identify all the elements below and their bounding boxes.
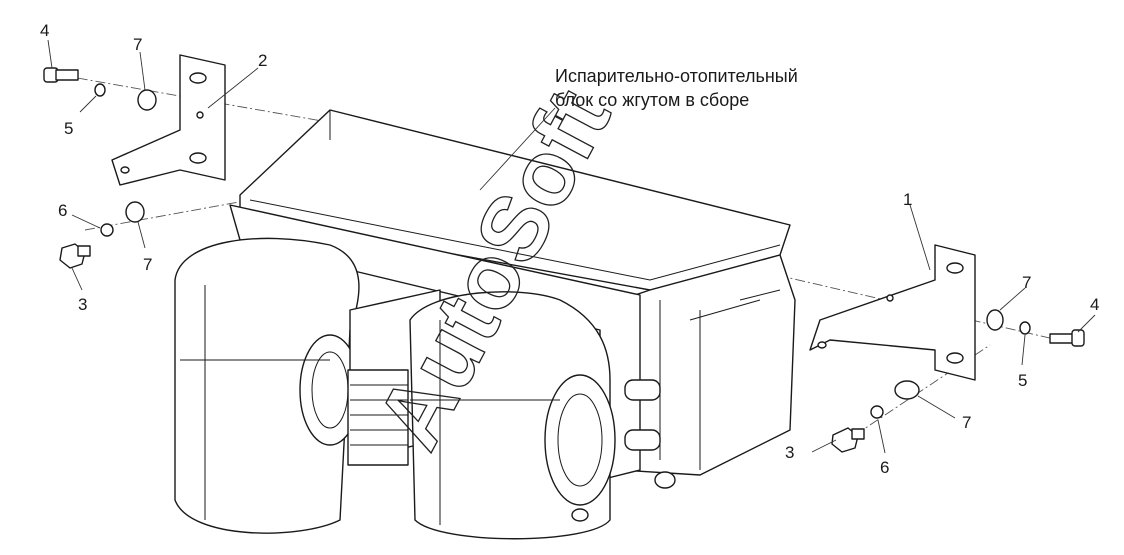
callout-right-lower-lock: 6 [880,458,889,477]
callout-right-lower-bolt: 3 [785,443,794,462]
callout-right-bolt: 4 [1090,295,1099,314]
callout-right-bracket: 1 [903,190,912,209]
right-lower-lock-washer [870,405,884,419]
assembly-title-line-2: блок со жгутом в сборе [555,90,749,110]
heater-block [174,109,796,540]
left-top-flat-washer [137,89,157,111]
right-lower-bolt [831,427,865,453]
right-top-lock-washer [1019,321,1031,335]
right-bracket [809,244,976,381]
callout-left-top-washer: 7 [133,35,142,54]
callout-left-lower-bolt: 3 [78,295,87,314]
callout-right-top-washer: 7 [1022,273,1031,292]
callout-left-lower-lock: 6 [58,201,67,220]
left-top-bolt [43,67,79,83]
callout-left-bolt: 4 [40,21,49,40]
assembly-title-line-1: Испарительно-отопительный [555,66,798,86]
right-lower-flat-washer [894,380,920,400]
callout-left-top-lock: 5 [64,119,73,138]
callout-labels: 4 7 2 5 6 7 3 1 7 4 5 7 3 6 [40,21,1099,477]
left-lower-flat-washer [125,201,145,223]
left-lower-lock-washer [100,223,114,237]
left-top-lock-washer [94,83,106,97]
left-lower-bolt [59,243,91,269]
right-top-flat-washer [986,309,1004,331]
leader-lines [47,39,1096,454]
callout-right-top-lock: 5 [1018,371,1027,390]
right-top-bolt [1049,329,1085,347]
callout-left-bracket: 2 [258,51,267,70]
callout-right-lower-washer: 7 [962,413,971,432]
callout-left-lower-washer: 7 [143,255,152,274]
left-bracket [111,54,226,186]
